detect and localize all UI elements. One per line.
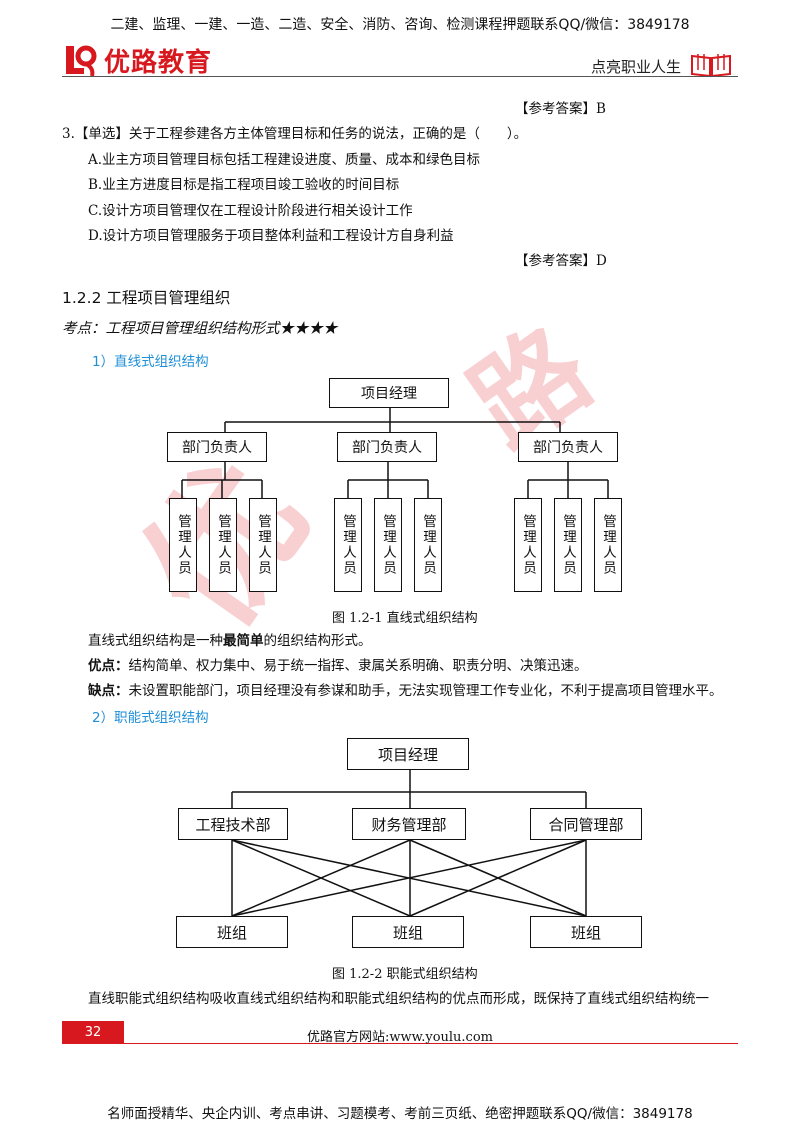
answer-b: 【参考答案】B — [515, 101, 606, 117]
fig1-staff: 管理人员 — [374, 498, 402, 592]
fig2-team: 班组 — [530, 916, 642, 948]
fig1-staff: 管理人员 — [414, 498, 442, 592]
paragraph-simplest: 直线式组织结构是一种最简单的组织结构形式。 — [88, 633, 372, 649]
fig1-staff: 管理人员 — [554, 498, 582, 592]
fig2-team: 班组 — [176, 916, 288, 948]
fig1-dept-head-2: 部门负责人 — [337, 432, 437, 462]
section-title: 1.2.2 工程项目管理组织 — [62, 289, 231, 307]
page-number: 32 — [62, 1021, 124, 1043]
footer-divider — [62, 1043, 738, 1044]
bottom-banner: 名师面授精华、央企内训、考点串讲、习题模考、考前三页纸、绝密押题联系QQ/微信：… — [107, 1106, 693, 1122]
option-b: B.业主方进度目标是指工程项目竣工验收的时间目标 — [88, 177, 400, 193]
fig1-dept-head-3: 部门负责人 — [518, 432, 618, 462]
paragraph-line-functional: 直线职能式组织结构吸收直线式组织结构和职能式组织结构的优点而形成，既保持了直线式… — [88, 991, 709, 1007]
book-icon — [690, 50, 732, 82]
option-c: C.设计方项目管理仅在工程设计阶段进行相关设计工作 — [88, 203, 413, 219]
question-3-stem: 3.【单选】关于工程参建各方主体管理目标和任务的说法，正确的是（ ）。 — [62, 126, 528, 142]
fig2-team: 班组 — [352, 916, 464, 948]
paragraph-cons: 缺点：未设置职能部门，项目经理没有参谋和助手，无法实现管理工作专业化，不利于提高… — [88, 683, 723, 699]
logo-text: 优路教育 — [104, 47, 213, 78]
fig1-staff: 管理人员 — [334, 498, 362, 592]
brand-logo[interactable]: 优路教育 — [62, 40, 212, 80]
fig2-dept-contract: 合同管理部 — [530, 808, 642, 840]
fig1-staff: 管理人员 — [209, 498, 237, 592]
fig2-connectors — [231, 770, 587, 917]
exam-point: 考点：工程项目管理组织结构形式★★★★ — [62, 321, 338, 337]
fig1-dept-head-1: 部门负责人 — [167, 432, 267, 462]
fig2-project-manager: 项目经理 — [347, 738, 469, 770]
fig1-project-manager: 项目经理 — [329, 378, 449, 408]
top-banner: 二建、监理、一建、一造、二造、安全、消防、咨询、检测课程押题联系QQ/微信：38… — [110, 17, 690, 33]
option-a: A.业主方项目管理目标包括工程建设进度、质量、成本和绿色目标 — [88, 152, 481, 168]
fig1-staff: 管理人员 — [514, 498, 542, 592]
slogan: 点亮职业人生 — [591, 58, 682, 76]
header-divider — [62, 76, 738, 77]
fig1-staff: 管理人员 — [169, 498, 197, 592]
subheading-functional-org: 2）职能式组织结构 — [92, 710, 209, 726]
fig2-dept-engineering: 工程技术部 — [178, 808, 288, 840]
fig2-dept-finance: 财务管理部 — [352, 808, 466, 840]
subheading-line-org: 1）直线式组织结构 — [92, 354, 209, 370]
fig2-caption: 图 1.2-2 职能式组织结构 — [332, 967, 478, 982]
fig1-connectors — [181, 406, 609, 498]
paragraph-pros: 优点：结构简单、权力集中、易于统一指挥、隶属关系明确、职责分明、决策迅速。 — [88, 658, 588, 674]
fig1-staff: 管理人员 — [594, 498, 622, 592]
answer-d: 【参考答案】D — [515, 253, 607, 269]
fig1-caption: 图 1.2-1 直线式组织结构 — [332, 611, 478, 626]
option-d: D.设计方项目管理服务于项目整体利益和工程设计方自身利益 — [88, 228, 454, 244]
fig1-staff: 管理人员 — [249, 498, 277, 592]
official-site[interactable]: 优路官方网站:www.youlu.com — [307, 1030, 493, 1045]
logo-mark-icon — [62, 42, 98, 78]
